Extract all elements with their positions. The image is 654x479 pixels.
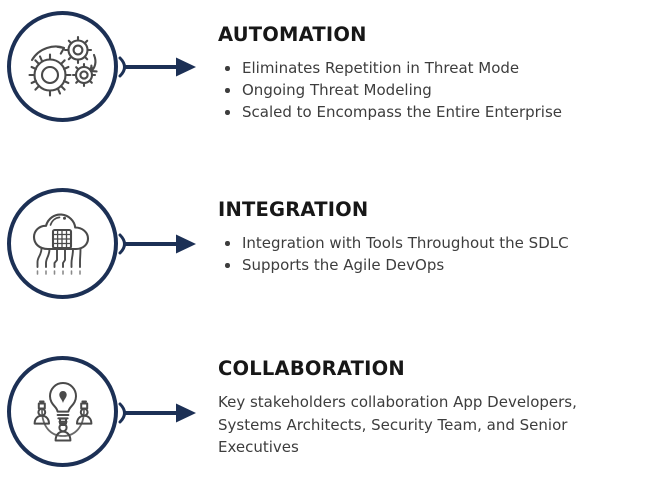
list-item: Eliminates Repetition in Threat Mode xyxy=(218,57,648,79)
section-automation: AUTOMATION Eliminates Repetition in Thre… xyxy=(0,0,654,170)
bullet-dot-icon xyxy=(225,88,230,93)
icon-badge-automation xyxy=(7,11,118,122)
list-item-label: Ongoing Threat Modeling xyxy=(242,81,432,100)
bullet-list-automation: Eliminates Repetition in Threat Mode Ong… xyxy=(218,57,648,123)
list-item-label: Supports the Agile DevOps xyxy=(242,256,445,275)
content-collaboration: COLLABORATION Key stakeholders collabora… xyxy=(218,358,648,459)
collaboration-description: Key stakeholders collaboration App Devel… xyxy=(218,393,577,457)
bullet-dot-icon xyxy=(225,263,230,268)
list-item-label: Scaled to Encompass the Entire Enterpris… xyxy=(242,103,563,122)
bullet-dot-icon xyxy=(225,110,230,115)
list-item: Supports the Agile DevOps xyxy=(218,254,648,276)
list-item: Scaled to Encompass the Entire Enterpris… xyxy=(218,101,648,123)
list-item-label: Eliminates Repetition in Threat Mode xyxy=(242,59,520,78)
bullet-dot-icon xyxy=(225,66,230,71)
lightbulb-people-collaboration-icon xyxy=(29,380,97,444)
bullet-list-integration: Integration with Tools Throughout the SD… xyxy=(218,232,648,276)
content-integration: INTEGRATION Integration with Tools Throu… xyxy=(218,199,648,276)
arrow-right-integration xyxy=(118,232,198,256)
heading-integration: INTEGRATION xyxy=(218,198,369,221)
heading-collaboration: COLLABORATION xyxy=(218,357,405,380)
heading-automation: AUTOMATION xyxy=(218,23,367,46)
icon-badge-integration xyxy=(7,188,118,299)
list-item-label: Integration with Tools Throughout the SD… xyxy=(242,234,569,253)
list-item: Ongoing Threat Modeling xyxy=(218,79,648,101)
arrow-right-automation xyxy=(118,55,198,79)
icon-badge-collaboration xyxy=(7,356,118,467)
section-integration: INTEGRATION Integration with Tools Throu… xyxy=(0,177,654,347)
gears-automation-icon xyxy=(26,35,100,99)
list-item: Integration with Tools Throughout the SD… xyxy=(218,232,648,254)
section-collaboration: COLLABORATION Key stakeholders collabora… xyxy=(0,345,654,479)
cloud-chip-integration-icon xyxy=(28,211,98,277)
bullet-dot-icon xyxy=(225,241,230,246)
arrow-right-collaboration xyxy=(118,401,198,425)
content-automation: AUTOMATION Eliminates Repetition in Thre… xyxy=(218,24,648,123)
